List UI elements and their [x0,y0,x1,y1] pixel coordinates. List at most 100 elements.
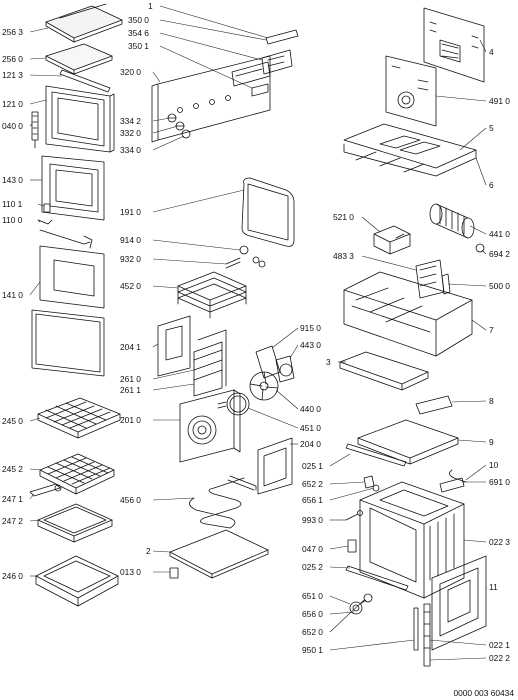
part-2-bottom-plate [169,529,269,579]
part-047-0-bracket [347,539,357,553]
callout-320-0: 320 0 [120,67,141,77]
callout-652-0: 652 0 [302,627,323,637]
part-691-0-sensor [439,469,467,493]
part-3-inner-top [339,351,429,391]
callout-246-0: 246 0 [2,571,23,581]
callout-914-0: 914 0 [120,235,141,245]
part-110-0-hinge-bar [37,219,93,249]
callout-110-1: 110 1 [2,199,23,209]
callout-5: 5 [489,123,494,133]
part-11-door-frame [431,555,487,651]
callout-121-0: 121 0 [2,99,23,109]
part-121-0-inner-door [45,85,115,153]
callout-8: 8 [489,396,494,406]
part-256-3-top-cover [45,3,123,43]
callout-441-0: 441 0 [489,229,510,239]
callout-025-1: 025 1 [302,461,323,471]
part-7-chassis [343,271,473,357]
part-491-0-rear-plate [385,55,437,127]
callout-013-0: 013 0 [120,567,141,577]
part-950-1-rod [413,607,419,651]
part-025-2-front-rail [345,565,409,591]
part-025-1-rail [345,443,407,467]
callout-10: 10 [489,460,499,470]
part-451-0-ring-element [217,392,250,416]
part-201-0-fan-cover [179,389,241,463]
callout-3: 3 [326,357,331,367]
callout-350-0: 350 0 [128,15,149,25]
callout-247-1: 247 1 [2,494,23,504]
callout-656-0: 656 0 [302,609,323,619]
part-110-1-clip [43,203,51,213]
callout-652-2: 652 2 [302,479,323,489]
callout-993-0: 993 0 [302,515,323,525]
callout-261-0: 261 0 [120,374,141,384]
callout-656-1: 656 1 [302,495,323,505]
callout-7: 7 [489,325,494,335]
part-022-hinge [423,603,431,667]
part-245-2-grill-rack [39,453,115,495]
callout-261-1: 261 1 [120,385,141,395]
callout-354-6: 354 6 [128,28,149,38]
callout-245-0: 245 0 [2,416,23,426]
part-8-bracket [415,395,453,415]
callout-11: 11 [489,582,498,592]
part-191-0-door-gasket [241,177,295,247]
callout-2: 2 [146,546,151,556]
part-651-656-652-knob [349,593,373,615]
part-9-inner-bottom [357,419,459,465]
callout-691-0: 691 0 [489,477,510,487]
part-204-1-side-panel [157,315,191,377]
callout-915-0: 915 0 [300,323,321,333]
callout-443-0: 443 0 [300,340,321,350]
callout-9: 9 [489,437,494,447]
callout-651-0: 651 0 [302,591,323,601]
part-521-0-terminal [373,225,411,255]
callout-121-3: 121 3 [2,70,23,80]
document-number: 0000 003 60434 [453,688,514,698]
callout-247-2: 247 2 [2,516,23,526]
part-247-2-tray [37,503,113,543]
callout-204-1: 204 1 [120,342,141,352]
callout-334-2: 334 2 [120,116,141,126]
callout-022-1: 022 1 [489,640,510,650]
part-4-back-cover [423,7,485,83]
callout-491-0: 491 0 [489,96,510,106]
callout-025-2: 025 2 [302,562,323,572]
part-320-0-control-panel [151,55,271,143]
part-6-insulation [343,143,477,177]
callout-256-0: 256 0 [2,54,23,64]
callout-452-0: 452 0 [120,281,141,291]
callout-334-0: 334 0 [120,145,141,155]
part-441-0-tangential-fan [429,203,475,239]
part-261-rails [193,329,227,397]
callout-950-1: 950 1 [302,645,323,655]
callout-1: 1 [148,1,153,11]
callout-500-0: 500 0 [489,281,510,291]
part-452-0-rack-supports [177,271,247,319]
part-915-443-fan-motor [255,345,295,383]
callout-6: 6 [489,180,494,190]
part-040-0-hinge [31,111,39,149]
callout-143-0: 143 0 [2,175,23,185]
callout-456-0: 456 0 [120,495,141,505]
part-143-0-glass-door [41,155,105,221]
part-204-0-side-panel [257,437,293,495]
part-121-3-strip [59,69,111,93]
part-245-0-wire-rack [37,397,121,439]
callout-483-3: 483 3 [333,251,354,261]
leader-lines [29,5,487,661]
callout-694-2: 694 2 [489,249,510,259]
callout-110-0: 110 0 [2,215,23,225]
part-256-0-panel [45,43,113,75]
callout-245-2: 245 2 [2,464,23,474]
callout-932-0: 932 0 [120,254,141,264]
part-500-0-control-module [415,259,451,299]
part-013-0-foot [169,567,179,579]
callout-191-0: 191 0 [120,207,141,217]
part-fan-blade [249,371,279,401]
callout-201-0: 201 0 [120,415,141,425]
callout-350-1: 350 1 [128,41,149,51]
